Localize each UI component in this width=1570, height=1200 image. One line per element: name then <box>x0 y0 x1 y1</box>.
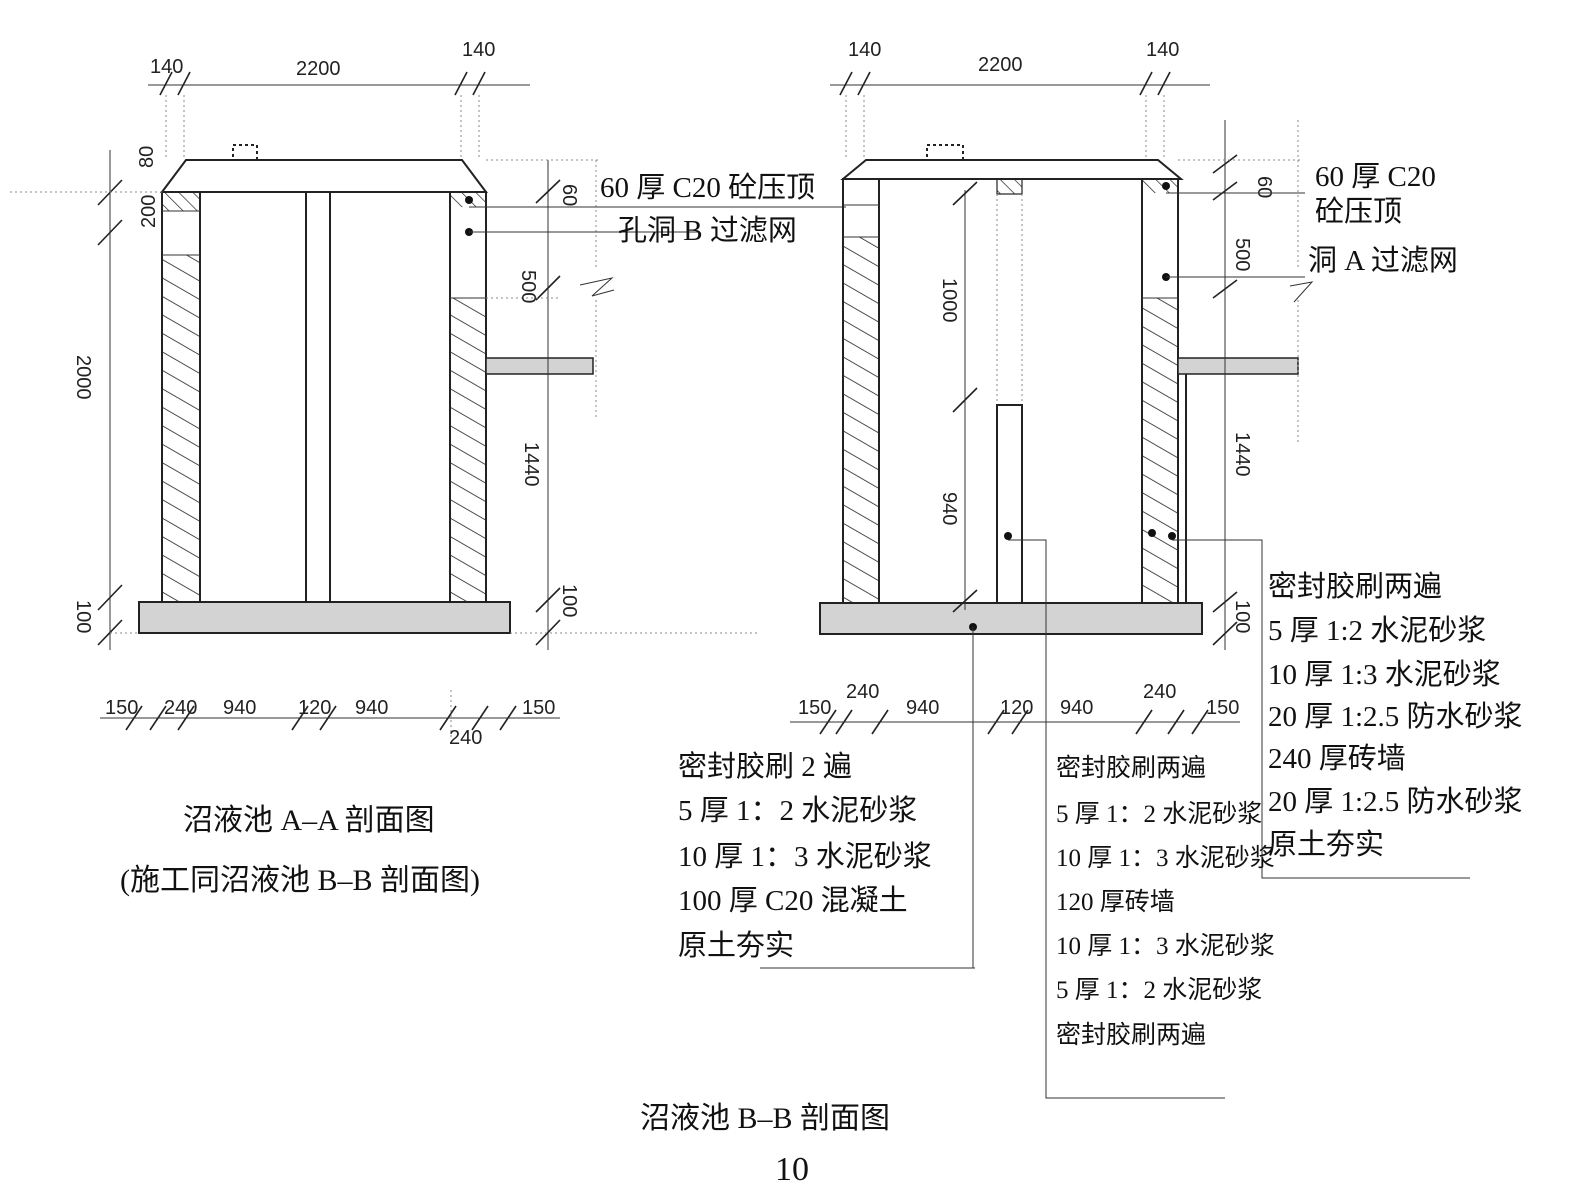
section-aa: 140 2200 140 80 200 2000 100 <box>10 39 846 897</box>
partition-note-7: 密封胶刷两遍 <box>1056 1021 1206 1049</box>
aa-right-dim-2: 500 <box>517 270 539 303</box>
partition-note-3: 10 厚 1：3 水泥砂浆 <box>1056 844 1275 872</box>
floor-note-4: 100 厚 C20 混凝土 <box>678 884 908 917</box>
aa-caption: 沼液池 A–A 剖面图 <box>183 804 435 837</box>
wall-note-3: 10 厚 1:3 水泥砂浆 <box>1268 658 1501 691</box>
aa-left-dim-1: 80 <box>136 146 158 168</box>
bb-bottom-dim-6: 240 <box>1143 681 1176 703</box>
aa-bottom-dim-6: 240 <box>449 727 482 749</box>
partition-note-5: 10 厚 1：3 水泥砂浆 <box>1056 932 1275 960</box>
aa-top-dim-2: 2200 <box>296 58 341 80</box>
bb-bottom-dim-3: 940 <box>906 697 939 719</box>
bb-right-dim-3: 1440 <box>1231 432 1253 477</box>
bb-caption: 沼液池 B–B 剖面图 <box>640 1102 890 1135</box>
aa-bottom-dim-7: 150 <box>522 697 555 719</box>
aa-bottom-dim-5: 940 <box>355 697 388 719</box>
floor-note-2: 5 厚 1：2 水泥砂浆 <box>678 794 917 827</box>
aa-left-dim-2: 200 <box>138 195 160 228</box>
bb-wall-notes: 密封胶刷两遍 5 厚 1:2 水泥砂浆 10 厚 1:3 水泥砂浆 20 厚 1… <box>1268 570 1523 861</box>
aa-note-coping: 60 厚 C20 砼压顶 <box>600 171 815 204</box>
bb-note-coping-2: 砼压顶 <box>1315 195 1402 228</box>
aa-right-dim-4: 100 <box>558 584 580 617</box>
bb-note-hole: 洞 A 过滤网 <box>1308 244 1458 277</box>
bb-top-dim-3: 140 <box>1146 39 1179 61</box>
wall-note-2: 5 厚 1:2 水泥砂浆 <box>1268 614 1486 647</box>
bb-right-dim-1: 60 <box>1253 176 1275 198</box>
aa-top-dim-3: 140 <box>462 39 495 61</box>
partition-note-1: 密封胶刷两遍 <box>1056 754 1206 782</box>
bb-right-dim-2: 500 <box>1231 238 1253 271</box>
bb-bottom-dim-5: 940 <box>1060 697 1093 719</box>
section-bb: 140 2200 140 <box>640 39 1523 1135</box>
bb-right-dim-4: 100 <box>1231 600 1253 633</box>
bb-bottom-dim-2: 240 <box>846 681 879 703</box>
bb-floor-notes: 密封胶刷 2 遍 5 厚 1：2 水泥砂浆 10 厚 1：3 水泥砂浆 100 … <box>678 750 932 962</box>
bb-partition-notes: 密封胶刷两遍 5 厚 1：2 水泥砂浆 10 厚 1：3 水泥砂浆 120 厚砖… <box>1056 754 1275 1049</box>
aa-right-dim-1: 60 <box>558 184 580 206</box>
aa-left-dim-4: 100 <box>72 600 94 633</box>
bb-top-dim-1: 140 <box>848 39 881 61</box>
partition-note-4: 120 厚砖墙 <box>1056 888 1175 916</box>
aa-note-hole: 孔洞 B 过滤网 <box>618 214 797 247</box>
bb-inner-dim-2: 940 <box>938 492 960 525</box>
floor-note-5: 原土夯实 <box>678 929 794 962</box>
wall-note-4: 20 厚 1:2.5 防水砂浆 <box>1268 700 1523 733</box>
aa-bottom-dim-3: 940 <box>223 697 256 719</box>
aa-left-dim-3: 2000 <box>72 355 94 400</box>
aa-bottom-dim-2: 240 <box>164 697 197 719</box>
bb-inner-dim-1: 1000 <box>938 278 960 323</box>
wall-note-1: 密封胶刷两遍 <box>1268 570 1442 603</box>
floor-note-1: 密封胶刷 2 遍 <box>678 750 852 783</box>
aa-right-dim-3: 1440 <box>520 442 542 487</box>
bb-top-dim-2: 2200 <box>978 54 1023 76</box>
bb-bottom-dim-1: 150 <box>798 697 831 719</box>
partition-note-6: 5 厚 1：2 水泥砂浆 <box>1056 976 1262 1004</box>
wall-note-6: 20 厚 1:2.5 防水砂浆 <box>1268 785 1523 818</box>
page-number: 10 <box>775 1151 809 1188</box>
bb-bottom-dim-4: 120 <box>1000 697 1033 719</box>
partition-note-2: 5 厚 1：2 水泥砂浆 <box>1056 800 1262 828</box>
floor-note-3: 10 厚 1：3 水泥砂浆 <box>678 840 932 873</box>
aa-bottom-dim-1: 150 <box>105 697 138 719</box>
aa-top-dim-1: 140 <box>150 56 183 78</box>
bb-note-coping-1: 60 厚 C20 <box>1315 161 1436 193</box>
wall-note-5: 240 厚砖墙 <box>1268 742 1406 775</box>
aa-bottom-dim-4: 120 <box>298 697 331 719</box>
wall-note-7: 原土夯实 <box>1268 828 1384 861</box>
aa-subcaption: (施工同沼液池 B–B 剖面图) <box>120 864 480 897</box>
bb-bottom-dim-7: 150 <box>1206 697 1239 719</box>
